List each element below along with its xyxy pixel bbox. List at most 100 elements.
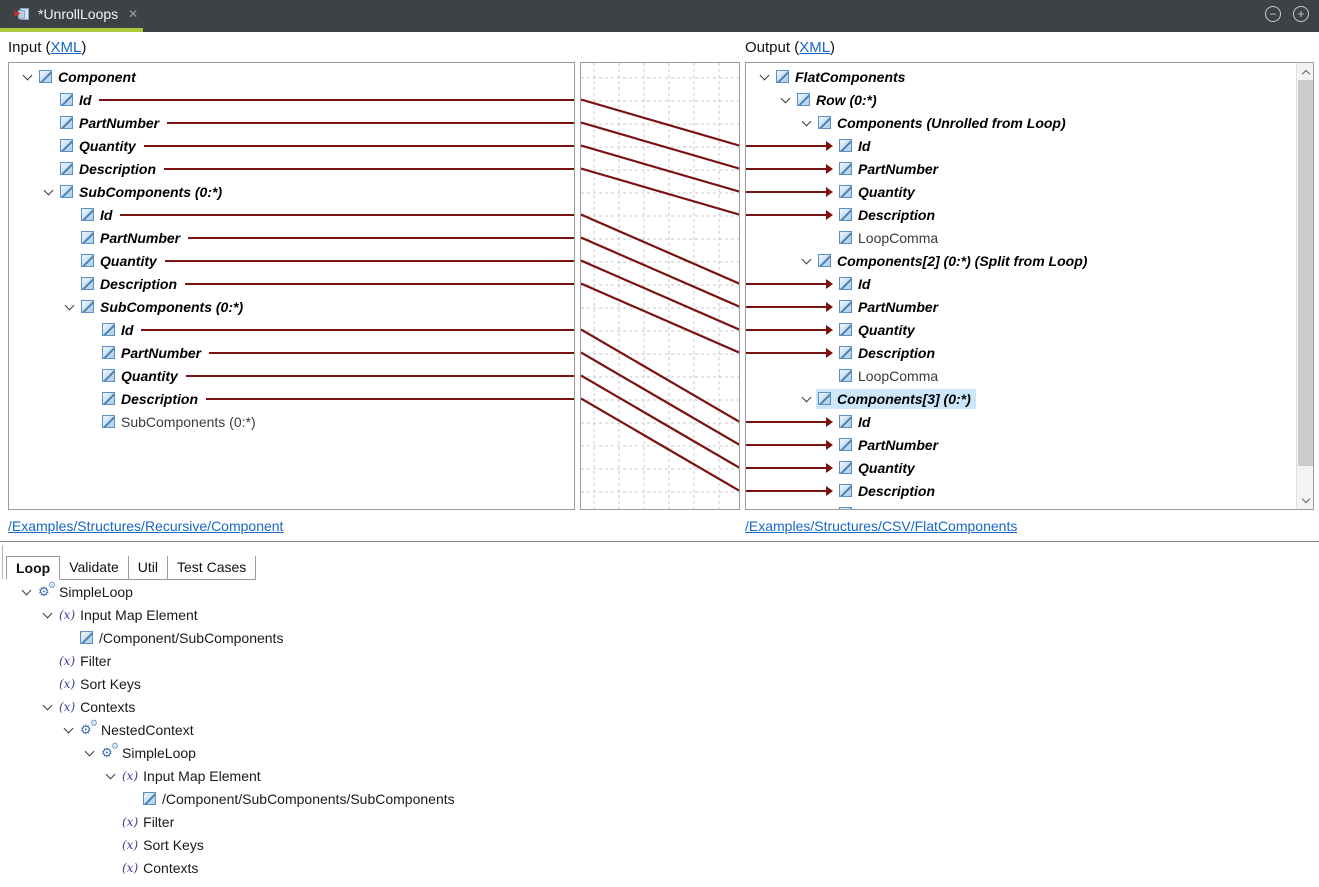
- scrollbar-thumb[interactable]: [1298, 80, 1313, 466]
- tree-row[interactable]: LoopComma: [746, 502, 1296, 509]
- tree-row[interactable]: Id: [9, 203, 574, 226]
- mapping-connection-line[interactable]: [580, 167, 740, 216]
- tree-row[interactable]: (x)Input Map Element: [0, 764, 1319, 787]
- mapping-arrow[interactable]: [746, 186, 833, 197]
- mapping-line[interactable]: [164, 167, 574, 170]
- mapping-line[interactable]: [206, 397, 574, 400]
- mapping-line[interactable]: [120, 213, 574, 216]
- mapping-line[interactable]: [167, 121, 574, 124]
- mapping-line[interactable]: [209, 351, 574, 354]
- tree-row[interactable]: SubComponents (0:*): [9, 180, 574, 203]
- tree-row[interactable]: Description: [746, 203, 1296, 226]
- chevron-down-icon[interactable]: [63, 723, 73, 733]
- mapping-arrow[interactable]: [746, 462, 833, 473]
- tree-row[interactable]: LoopComma: [746, 226, 1296, 249]
- mapping-arrow[interactable]: [746, 485, 833, 496]
- mapping-arrow[interactable]: [746, 324, 833, 335]
- mapping-arrow[interactable]: [746, 439, 833, 450]
- tree-row[interactable]: Id: [9, 88, 574, 111]
- tree-row[interactable]: Components[3] (0:*): [746, 387, 1296, 410]
- tree-row[interactable]: Quantity: [9, 249, 574, 272]
- tree-row[interactable]: PartNumber: [746, 295, 1296, 318]
- mapping-connection-line[interactable]: [580, 144, 740, 193]
- chevron-down-icon[interactable]: [105, 769, 115, 779]
- tree-row[interactable]: ⚙⚙SimpleLoop: [0, 580, 1319, 603]
- chevron-down-icon[interactable]: [64, 300, 74, 310]
- tree-row[interactable]: (x)Contexts: [0, 695, 1319, 718]
- chevron-down-icon[interactable]: [42, 608, 52, 618]
- chevron-down-icon[interactable]: [801, 254, 811, 264]
- tree-row[interactable]: (x)Input Map Element: [0, 603, 1319, 626]
- tree-row[interactable]: Description: [9, 157, 574, 180]
- tree-row[interactable]: LoopComma: [746, 364, 1296, 387]
- mapping-connection-line[interactable]: [580, 328, 740, 423]
- tree-row[interactable]: SubComponents (0:*): [9, 410, 574, 433]
- mapping-line[interactable]: [188, 236, 574, 239]
- output-structure-path-link[interactable]: /Examples/Structures/CSV/FlatComponents: [745, 518, 1018, 534]
- mapping-line[interactable]: [143, 144, 574, 147]
- tree-row[interactable]: Components (Unrolled from Loop): [746, 111, 1296, 134]
- tree-row[interactable]: PartNumber: [746, 433, 1296, 456]
- output-xml-link[interactable]: XML: [799, 39, 831, 56]
- tree-row[interactable]: (x)Sort Keys: [0, 672, 1319, 695]
- zoom-in-button[interactable]: +: [1293, 6, 1309, 22]
- tree-row[interactable]: (x)Filter: [0, 649, 1319, 672]
- chevron-down-icon[interactable]: [759, 70, 769, 80]
- tree-row[interactable]: Id: [746, 410, 1296, 433]
- tree-row[interactable]: PartNumber: [9, 341, 574, 364]
- tab-util[interactable]: Util: [129, 556, 169, 579]
- mapping-connection-line[interactable]: [580, 282, 740, 354]
- mapping-connection-line[interactable]: [580, 374, 740, 469]
- tree-row[interactable]: PartNumber: [746, 157, 1296, 180]
- mapping-arrow[interactable]: [746, 347, 833, 358]
- scroll-down-icon[interactable]: [1297, 492, 1313, 509]
- tree-row[interactable]: Components[2] (0:*) (Split from Loop): [746, 249, 1296, 272]
- tree-row[interactable]: ⚙⚙SimpleLoop: [0, 741, 1319, 764]
- tab-test-cases[interactable]: Test Cases: [168, 556, 257, 579]
- document-tab[interactable]: ➤ *UnrollLoops ✕: [0, 0, 143, 32]
- tree-row[interactable]: Description: [9, 387, 574, 410]
- chevron-down-icon[interactable]: [801, 392, 811, 402]
- mapping-line[interactable]: [99, 98, 574, 101]
- tree-row[interactable]: Id: [9, 318, 574, 341]
- tree-row[interactable]: (x)Filter: [0, 810, 1319, 833]
- tree-row[interactable]: Quantity: [746, 318, 1296, 341]
- tree-row[interactable]: (x)Sort Keys: [0, 833, 1319, 856]
- chevron-down-icon[interactable]: [780, 93, 790, 103]
- chevron-down-icon[interactable]: [84, 746, 94, 756]
- tree-row[interactable]: PartNumber: [9, 111, 574, 134]
- tree-row[interactable]: Id: [746, 134, 1296, 157]
- mapping-arrow[interactable]: [746, 416, 833, 427]
- tree-row[interactable]: ↑/Component/SubComponents/SubComponents: [0, 787, 1319, 810]
- tree-row[interactable]: Description: [9, 272, 574, 295]
- mapping-arrow[interactable]: [746, 301, 833, 312]
- output-scrollbar[interactable]: [1296, 63, 1313, 509]
- input-structure-path-link[interactable]: /Examples/Structures/Recursive/Component: [8, 518, 284, 534]
- mapping-connection-line[interactable]: [580, 213, 740, 285]
- mapping-line[interactable]: [141, 328, 574, 331]
- chevron-down-icon[interactable]: [42, 700, 52, 710]
- tree-row[interactable]: Quantity: [9, 134, 574, 157]
- tree-row[interactable]: (x)Contexts: [0, 856, 1319, 879]
- chevron-down-icon[interactable]: [21, 585, 31, 595]
- mapping-arrow[interactable]: [746, 163, 833, 174]
- mapping-connection-line[interactable]: [580, 351, 740, 446]
- chevron-down-icon[interactable]: [22, 70, 32, 80]
- tree-row[interactable]: Quantity: [746, 456, 1296, 479]
- mapping-line[interactable]: [164, 259, 574, 262]
- tree-row[interactable]: Quantity: [9, 364, 574, 387]
- mapping-connection-line[interactable]: [580, 259, 740, 331]
- mapping-connection-line[interactable]: [580, 397, 740, 492]
- tree-row[interactable]: Description: [746, 479, 1296, 502]
- scroll-up-icon[interactable]: [1297, 63, 1313, 80]
- tree-row[interactable]: Row (0:*): [746, 88, 1296, 111]
- tree-row[interactable]: Id: [746, 272, 1296, 295]
- mapping-line[interactable]: [185, 374, 574, 377]
- tree-row[interactable]: FlatComponents: [746, 65, 1296, 88]
- mapping-connection-line[interactable]: [580, 98, 740, 147]
- tree-row[interactable]: PartNumber: [9, 226, 574, 249]
- zoom-out-button[interactable]: −: [1265, 6, 1281, 22]
- tab-validate[interactable]: Validate: [60, 556, 129, 579]
- mapping-connection-line[interactable]: [580, 236, 740, 308]
- mapping-arrow[interactable]: [746, 278, 833, 289]
